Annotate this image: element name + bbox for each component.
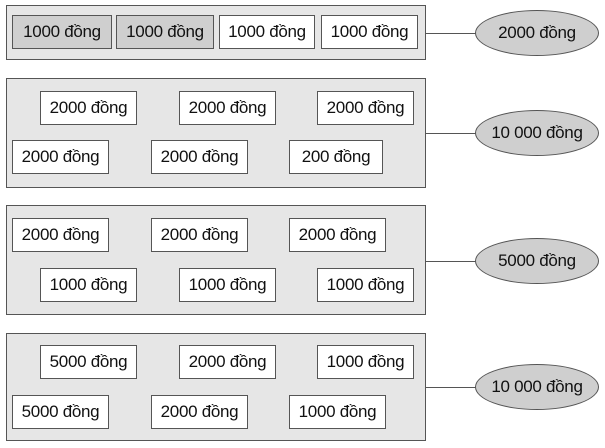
total-oval: 2000 đồng	[475, 10, 599, 56]
total-oval: 5000 đồng	[475, 238, 599, 284]
connector-line	[426, 261, 476, 262]
banknote: 2000 đồng	[151, 140, 248, 174]
total-oval: 10 000 đồng	[475, 364, 599, 410]
banknote: 5000 đồng	[40, 345, 137, 379]
connector-line	[426, 33, 476, 34]
banknote: 2000 đồng	[317, 91, 414, 125]
banknote: 2000 đồng	[12, 140, 109, 174]
banknote: 2000 đồng	[179, 345, 276, 379]
banknote: 2000 đồng	[151, 395, 248, 429]
banknote: 1000 đồng	[321, 15, 418, 49]
banknote: 1000 đồng	[40, 268, 137, 302]
banknote: 2000 đồng	[179, 91, 276, 125]
banknote: 2000 đồng	[40, 91, 137, 125]
banknote: 1000 đồng	[289, 395, 386, 429]
banknote: 2000 đồng	[151, 218, 248, 252]
banknote: 200 đồng	[289, 140, 383, 174]
total-oval: 10 000 đồng	[475, 110, 599, 156]
banknote: 1000 đồng	[116, 15, 214, 49]
banknote: 1000 đồng	[179, 268, 276, 302]
banknote: 1000 đồng	[219, 15, 315, 49]
banknote: 5000 đồng	[12, 395, 109, 429]
banknote: 1000 đồng	[317, 345, 414, 379]
banknote: 2000 đồng	[12, 218, 109, 252]
banknote: 2000 đồng	[289, 218, 386, 252]
connector-line	[426, 133, 476, 134]
banknote: 1000 đồng	[12, 15, 112, 49]
connector-line	[426, 387, 476, 388]
banknote: 1000 đồng	[317, 268, 414, 302]
